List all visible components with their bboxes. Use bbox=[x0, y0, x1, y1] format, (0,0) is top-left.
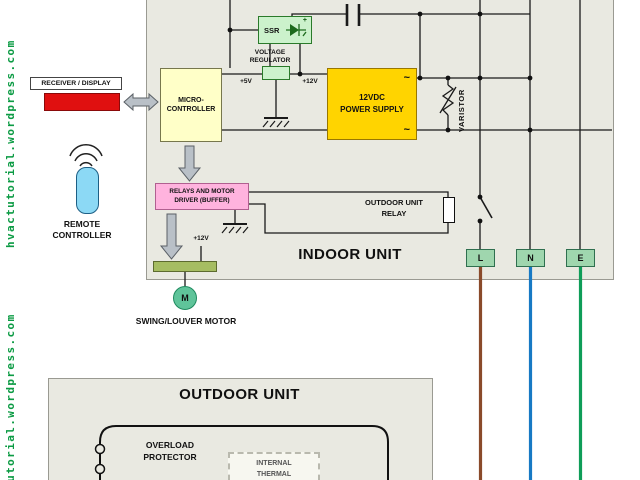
relay-coil-symbol bbox=[443, 197, 455, 223]
outdoor-relay-label: OUTDOOR UNIT RELAY bbox=[365, 198, 423, 218]
ac-mark: ~ bbox=[403, 123, 410, 136]
voltage-regulator-label: VOLTAGE REGULATOR bbox=[249, 49, 291, 64]
remote-controller-body bbox=[76, 167, 99, 214]
watermark-text: hvactutorial.wordpress.com bbox=[4, 39, 17, 248]
internal-thermal-box: INTERNAL THERMAL bbox=[228, 452, 320, 480]
motor-connector-bar bbox=[153, 261, 217, 272]
varistor-label: VARISTOR bbox=[457, 89, 466, 132]
rail-12v-label: +12V bbox=[302, 78, 318, 85]
ssr-box: SSR + bbox=[258, 16, 312, 44]
outdoor-unit-title: OUTDOOR UNIT bbox=[179, 386, 300, 403]
signal-waves-icon bbox=[69, 144, 103, 167]
relay-driver-box: RELAYS AND MOTOR DRIVER (BUFFER) bbox=[155, 183, 249, 210]
motor-symbol: M bbox=[173, 286, 197, 310]
motor-rail-12v-label: +12V bbox=[193, 235, 209, 242]
rail-5v-label: +5V bbox=[240, 78, 252, 85]
terminal-E: E bbox=[566, 249, 595, 267]
power-supply-label: 12VDC POWER SUPPLY bbox=[340, 93, 404, 114]
power-supply-box: 12VDC POWER SUPPLY ~ ~ bbox=[327, 68, 417, 140]
ac-mark: ~ bbox=[403, 72, 410, 84]
swing-motor-label: SWING/LOUVER MOTOR bbox=[135, 316, 237, 326]
receiver-display-module bbox=[44, 93, 120, 111]
watermark-text-repeat: hvactutorial.wordpress.com bbox=[4, 313, 17, 480]
microcontroller-box: MICRO- CONTROLLER bbox=[160, 68, 222, 142]
overload-protector-label: OVERLOAD PROTECTOR bbox=[143, 440, 197, 462]
triac-icon bbox=[286, 24, 307, 37]
receiver-display-label: RECEIVER / DISPLAY bbox=[30, 77, 122, 90]
terminal-L: L bbox=[466, 249, 495, 267]
voltage-regulator-box bbox=[262, 66, 290, 80]
remote-controller-label: REMOTE CONTROLLER bbox=[52, 219, 112, 241]
indoor-unit-title: INDOOR UNIT bbox=[298, 246, 402, 263]
ssr-label: SSR bbox=[264, 25, 280, 35]
ssr-polarity-mark: + bbox=[302, 17, 307, 24]
terminal-N: N bbox=[516, 249, 545, 267]
